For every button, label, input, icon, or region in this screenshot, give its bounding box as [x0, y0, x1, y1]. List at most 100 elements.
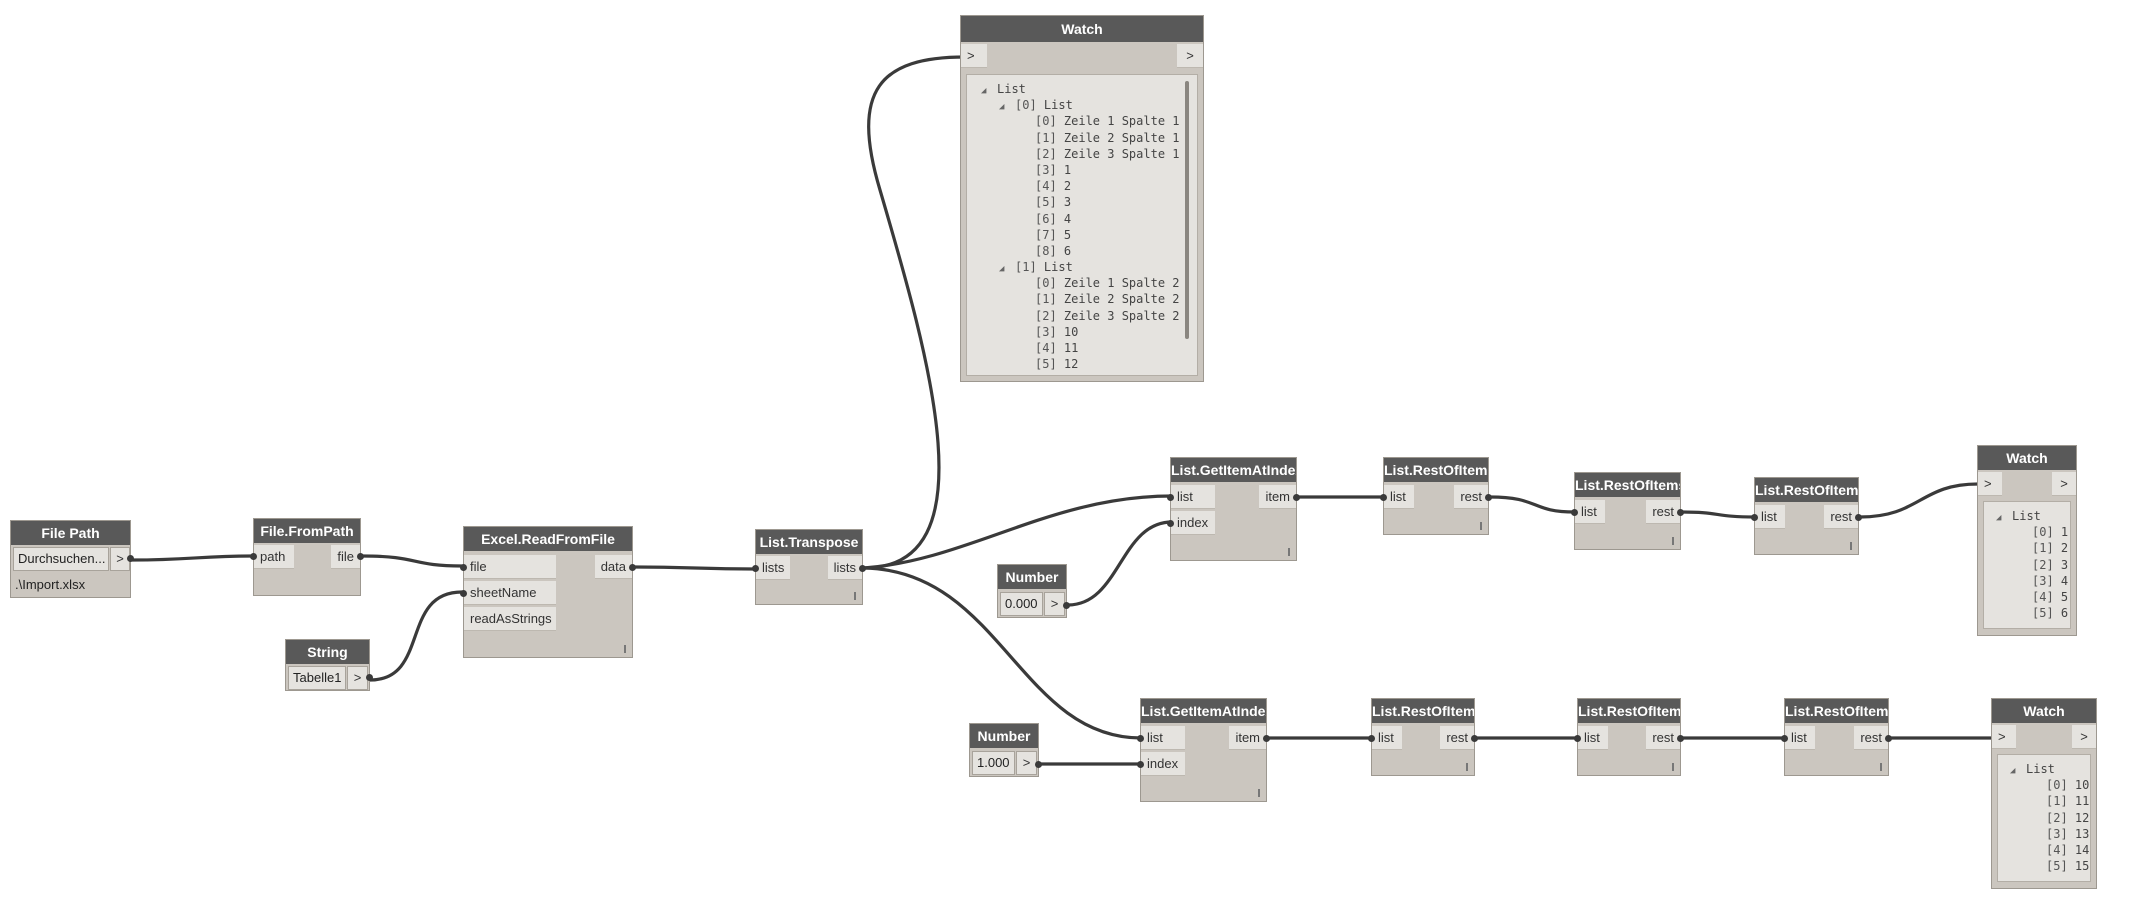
input-port-list[interactable]: list [1785, 726, 1815, 750]
output-port-dot[interactable] [629, 564, 636, 571]
output-port[interactable]: > [1177, 44, 1203, 68]
output-arrow-button[interactable]: > [1016, 751, 1037, 775]
watch-node-b[interactable]: Watch > > ◢List[0] 10[1] 11[2] 12[3] 13[… [1991, 698, 2097, 889]
input-port-list[interactable]: list [1372, 726, 1402, 750]
output-port-dot[interactable] [1855, 514, 1862, 521]
number-value-input[interactable]: 0.000 [1000, 592, 1043, 616]
get-item-at-index-node-1[interactable]: List.GetItemAtIndex list index item [1167, 457, 1300, 561]
output-port-file[interactable]: file [331, 545, 360, 569]
output-arrow-button[interactable]: > [1044, 592, 1065, 616]
tree-item[interactable]: ◢List [981, 81, 1197, 97]
output-port[interactable]: > [2072, 725, 2096, 749]
excel-read-from-file-node[interactable]: Excel.ReadFromFile file sheetName readAs… [460, 526, 636, 658]
output-port-rest[interactable]: rest [1646, 726, 1680, 750]
output-port-dot[interactable] [357, 553, 364, 560]
output-port-dot[interactable] [1885, 735, 1892, 742]
output-port-rest[interactable]: rest [1440, 726, 1474, 750]
watch-node-a[interactable]: Watch > > ◢List[0] 1[1] 2[2] 3[3] 4[4] 5… [1977, 445, 2077, 636]
output-arrow-button[interactable]: > [347, 666, 368, 690]
input-port-dot[interactable] [1167, 520, 1174, 527]
output-port-rest[interactable]: rest [1824, 505, 1858, 529]
input-port-dot[interactable] [1380, 494, 1387, 501]
rest-of-items-node-a1[interactable]: List.RestOfItems list rest [1380, 457, 1492, 535]
tree-item[interactable]: ◢[0] List [981, 97, 1197, 113]
input-port-dot[interactable] [752, 565, 759, 572]
tree-item[interactable]: ◢List [2010, 761, 2090, 777]
file-path-node[interactable]: File Path Durchsuchen... > .\Import.xlsx [10, 520, 134, 598]
number-value-input[interactable]: 1.000 [972, 751, 1015, 775]
output-port-dot[interactable] [859, 565, 866, 572]
input-port-dot[interactable] [1751, 514, 1758, 521]
output-port-dot[interactable] [366, 674, 373, 681]
string-value-input[interactable]: Tabelle1 [288, 666, 346, 690]
input-port-dot[interactable] [460, 564, 467, 571]
input-port-dot[interactable] [1571, 509, 1578, 516]
input-port-dot[interactable] [1167, 494, 1174, 501]
output-port-rest[interactable]: rest [1646, 500, 1680, 524]
input-port-file[interactable]: file [464, 555, 556, 579]
string-node[interactable]: String Tabelle1 > [285, 639, 373, 691]
output-port[interactable]: > [2052, 472, 2076, 496]
watch-tree-view[interactable]: ◢List[0] 1[1] 2[2] 3[3] 4[4] 5[5] 6 [1983, 501, 2071, 629]
input-port-lists[interactable]: lists [756, 556, 790, 580]
output-port-dot[interactable] [1063, 602, 1070, 609]
rest-of-items-node-a3[interactable]: List.RestOfItems list rest [1751, 477, 1862, 555]
rest-of-items-node-b2[interactable]: List.RestOfItems list rest [1574, 698, 1684, 776]
input-port-dot[interactable] [1574, 735, 1581, 742]
watch-tree-view[interactable]: ◢List◢[0] List[0] Zeile 1 Spalte 1[1] Ze… [966, 74, 1198, 376]
output-arrow-button[interactable]: > [110, 547, 130, 571]
file-from-path-node[interactable]: File.FromPath path file [250, 518, 364, 596]
tree-item[interactable]: ◢List [1996, 508, 2070, 524]
browse-button[interactable]: Durchsuchen... [13, 547, 109, 571]
scrollbar[interactable] [1185, 81, 1189, 339]
input-port[interactable]: > [1978, 472, 2002, 496]
input-port-list[interactable]: list [1384, 485, 1414, 509]
get-item-at-index-node-2[interactable]: List.GetItemAtIndex list index item [1137, 698, 1270, 802]
input-port-readasstrings[interactable]: readAsStrings [464, 607, 556, 631]
expand-triangle-icon[interactable]: ◢ [1996, 513, 2002, 523]
input-port-dot[interactable] [1368, 735, 1375, 742]
output-port-rest[interactable]: rest [1454, 485, 1488, 509]
watch-tree-view[interactable]: ◢List[0] 10[1] 11[2] 12[3] 13[4] 14[5] 1… [1997, 754, 2091, 882]
input-port-dot[interactable] [1137, 761, 1144, 768]
input-port[interactable]: > [961, 44, 987, 68]
input-port-list[interactable]: list [1141, 726, 1185, 750]
input-port-list[interactable]: list [1575, 500, 1605, 524]
output-port-rest[interactable]: rest [1854, 726, 1888, 750]
output-port-dot[interactable] [1677, 509, 1684, 516]
output-port-dot[interactable] [1677, 735, 1684, 742]
output-port-data[interactable]: data [594, 555, 632, 579]
output-port-dot[interactable] [1485, 494, 1492, 501]
input-port-dot[interactable] [460, 590, 467, 597]
output-port-dot[interactable] [1471, 735, 1478, 742]
output-port-item[interactable]: item [1259, 485, 1296, 509]
input-port-path[interactable]: path [254, 545, 294, 569]
rest-of-items-node-a2[interactable]: List.RestOfItems list rest [1571, 472, 1684, 550]
input-port-dot[interactable] [1781, 735, 1788, 742]
input-port-index[interactable]: index [1141, 752, 1185, 776]
watch-node-transpose[interactable]: Watch > > ◢List◢[0] List[0] Zeile 1 Spal… [960, 15, 1204, 382]
input-port-dot[interactable] [250, 553, 257, 560]
input-port[interactable]: > [1992, 725, 2016, 749]
input-port-list[interactable]: list [1578, 726, 1608, 750]
rest-of-items-node-b3[interactable]: List.RestOfItems list rest [1781, 698, 1892, 776]
output-port-item[interactable]: item [1229, 726, 1266, 750]
input-port-dot[interactable] [1137, 735, 1144, 742]
output-port-dot[interactable] [1293, 494, 1300, 501]
rest-of-items-node-b1[interactable]: List.RestOfItems list rest [1368, 698, 1478, 776]
input-port-index[interactable]: index [1171, 511, 1215, 535]
number-node-1[interactable]: Number 0.000 > [997, 564, 1070, 618]
output-port-dot[interactable] [1035, 761, 1042, 768]
output-port-dot[interactable] [127, 555, 134, 562]
expand-triangle-icon[interactable]: ◢ [999, 102, 1005, 113]
expand-triangle-icon[interactable]: ◢ [999, 264, 1005, 275]
expand-triangle-icon[interactable]: ◢ [981, 86, 987, 96]
list-transpose-node[interactable]: List.Transpose lists lists [752, 529, 866, 605]
input-port-list[interactable]: list [1755, 505, 1785, 529]
tree-item[interactable]: ◢[1] List [981, 259, 1197, 275]
output-port-lists[interactable]: lists [827, 556, 862, 580]
number-node-2[interactable]: Number 1.000 > [969, 723, 1042, 777]
input-port-list[interactable]: list [1171, 485, 1215, 509]
input-port-sheetname[interactable]: sheetName [464, 581, 556, 605]
